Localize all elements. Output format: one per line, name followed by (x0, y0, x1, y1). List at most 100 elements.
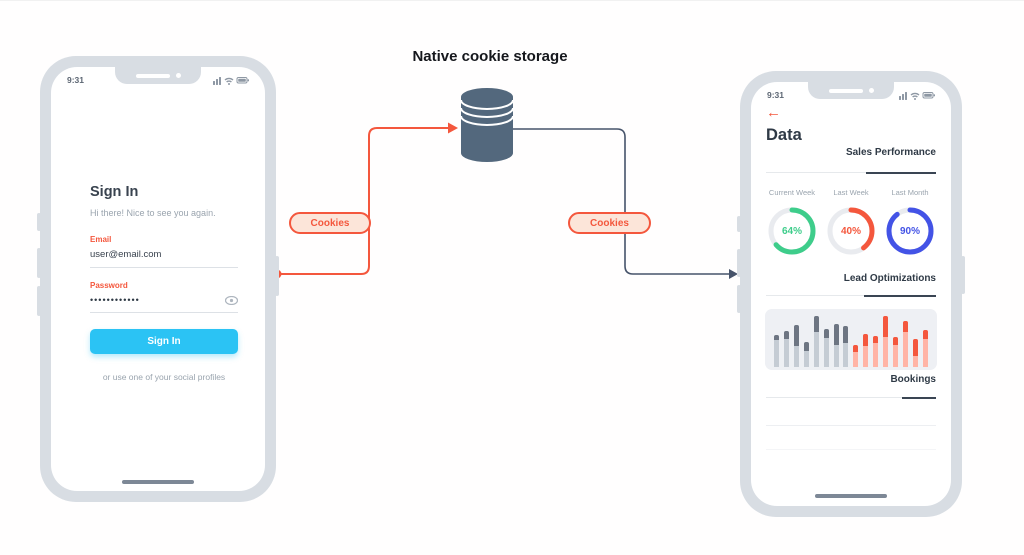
bar-chart (774, 313, 928, 367)
bar-cap (774, 335, 779, 340)
placeholder-line (766, 425, 936, 426)
sales-rule (766, 171, 936, 174)
bar-grey-1 (774, 335, 779, 367)
mute-switch (37, 213, 41, 231)
bar-cap (893, 337, 899, 345)
bar-grey-2 (783, 331, 789, 367)
mute-switch (737, 216, 741, 232)
wifi-icon (910, 92, 920, 100)
bar-cap (912, 339, 918, 356)
back-arrow-icon[interactable]: ← (766, 104, 781, 121)
cookie-flow-right-line (513, 128, 729, 275)
notch (115, 67, 201, 84)
bar-cap (823, 329, 829, 338)
battery-icon (922, 92, 935, 99)
data-heading: Data (766, 126, 802, 144)
donut-ring: 64% (766, 205, 818, 257)
volume-down-button (37, 286, 41, 316)
bar-cap (883, 316, 889, 337)
tab-sales-performance[interactable]: Sales Performance (845, 147, 936, 158)
status-icons (213, 77, 249, 85)
bar-red-7 (912, 339, 918, 367)
arrowhead-into-db-icon (448, 122, 458, 134)
donut-gauge-last-month: Last Month 90% (881, 188, 939, 257)
left-phone-mockup: 9:31 (37, 56, 279, 502)
signal-icon (213, 77, 221, 85)
donut-gauge-current-week: Current Week 64% (763, 188, 821, 257)
database-cylinder-icon (460, 88, 514, 162)
diagram-title: Native cookie storage (412, 48, 568, 65)
bookings-rule-active (902, 396, 936, 399)
bar-red-5 (893, 337, 899, 367)
camera-dot (175, 73, 181, 78)
camera-dot (868, 88, 874, 93)
password-value[interactable]: •••••••••••• (90, 295, 140, 305)
cookies-pill-right: Cookies (568, 212, 651, 234)
bar-chart-panel (765, 309, 937, 370)
cookies-pill-left-label: Cookies (310, 217, 350, 229)
leads-rule (766, 294, 936, 297)
power-button (275, 256, 279, 296)
bar-grey-6 (823, 329, 829, 367)
right-status-bar: 9:31 (751, 90, 951, 100)
status-time: 9:31 (67, 75, 85, 85)
volume-up-button (37, 248, 41, 278)
bar-red-1 (853, 345, 859, 367)
email-value[interactable]: user@email.com (90, 249, 162, 260)
bar-red-4 (883, 316, 889, 367)
bar-cap (793, 325, 799, 346)
bar-grey-3 (793, 325, 799, 367)
donut-label: Current Week (768, 188, 816, 197)
home-indicator[interactable] (122, 480, 194, 484)
tab-lead-optimizations[interactable]: Lead Optimizations (843, 273, 936, 284)
status-time: 9:31 (767, 90, 785, 100)
bar-red-8 (922, 330, 928, 367)
donut-label: Last Week (833, 188, 869, 197)
signin-subheading: Hi there! Nice to see you again. (90, 208, 216, 218)
donut-percentage: 90% (899, 225, 920, 237)
bar-red-6 (902, 321, 908, 367)
bar-grey-7 (833, 324, 839, 367)
social-profiles-text: or use one of your social profiles (102, 372, 226, 382)
right-phone-mockup: 9:31 (737, 71, 965, 517)
bar-cap (813, 316, 819, 332)
donut-label: Last Month (891, 188, 929, 197)
bar-red-3 (873, 336, 879, 367)
status-icons (899, 92, 935, 100)
cookie-flow-left-line (277, 127, 448, 275)
bar-cap (922, 330, 928, 339)
sign-in-button[interactable]: Sign In (90, 329, 238, 354)
bar-cap (902, 321, 908, 332)
wifi-icon (224, 77, 234, 85)
email-label: Email (90, 235, 112, 244)
show-password-eye-icon[interactable] (225, 295, 238, 305)
bookings-rule (766, 396, 936, 399)
placeholder-line (766, 449, 936, 450)
password-field[interactable]: Password •••••••••••• (90, 281, 238, 313)
left-status-bar: 9:31 (51, 75, 265, 85)
speaker-slot (135, 73, 170, 78)
home-indicator[interactable] (815, 494, 887, 498)
password-label: Password (90, 281, 128, 290)
signin-form: Sign In Hi there! Nice to see you again.… (90, 184, 238, 382)
power-button (961, 256, 965, 294)
tab-bookings[interactable]: Bookings (890, 374, 936, 385)
bar-cap (863, 334, 869, 346)
left-phone-screen: 9:31 (51, 67, 265, 491)
donut-percentage: 64% (781, 225, 802, 237)
bar-grey-4 (803, 342, 809, 367)
bar-cap (783, 331, 789, 339)
right-phone-screen: 9:31 (751, 82, 951, 506)
battery-icon (236, 77, 249, 84)
bar-cap (803, 342, 809, 351)
notch (808, 82, 894, 99)
bar-cap (843, 326, 849, 343)
cookies-pill-left: Cookies (289, 212, 371, 234)
sales-rule-active (866, 171, 936, 174)
cookies-pill-right-label: Cookies (590, 217, 629, 229)
email-field[interactable]: Email user@email.com (90, 235, 238, 268)
signal-icon (899, 92, 907, 100)
